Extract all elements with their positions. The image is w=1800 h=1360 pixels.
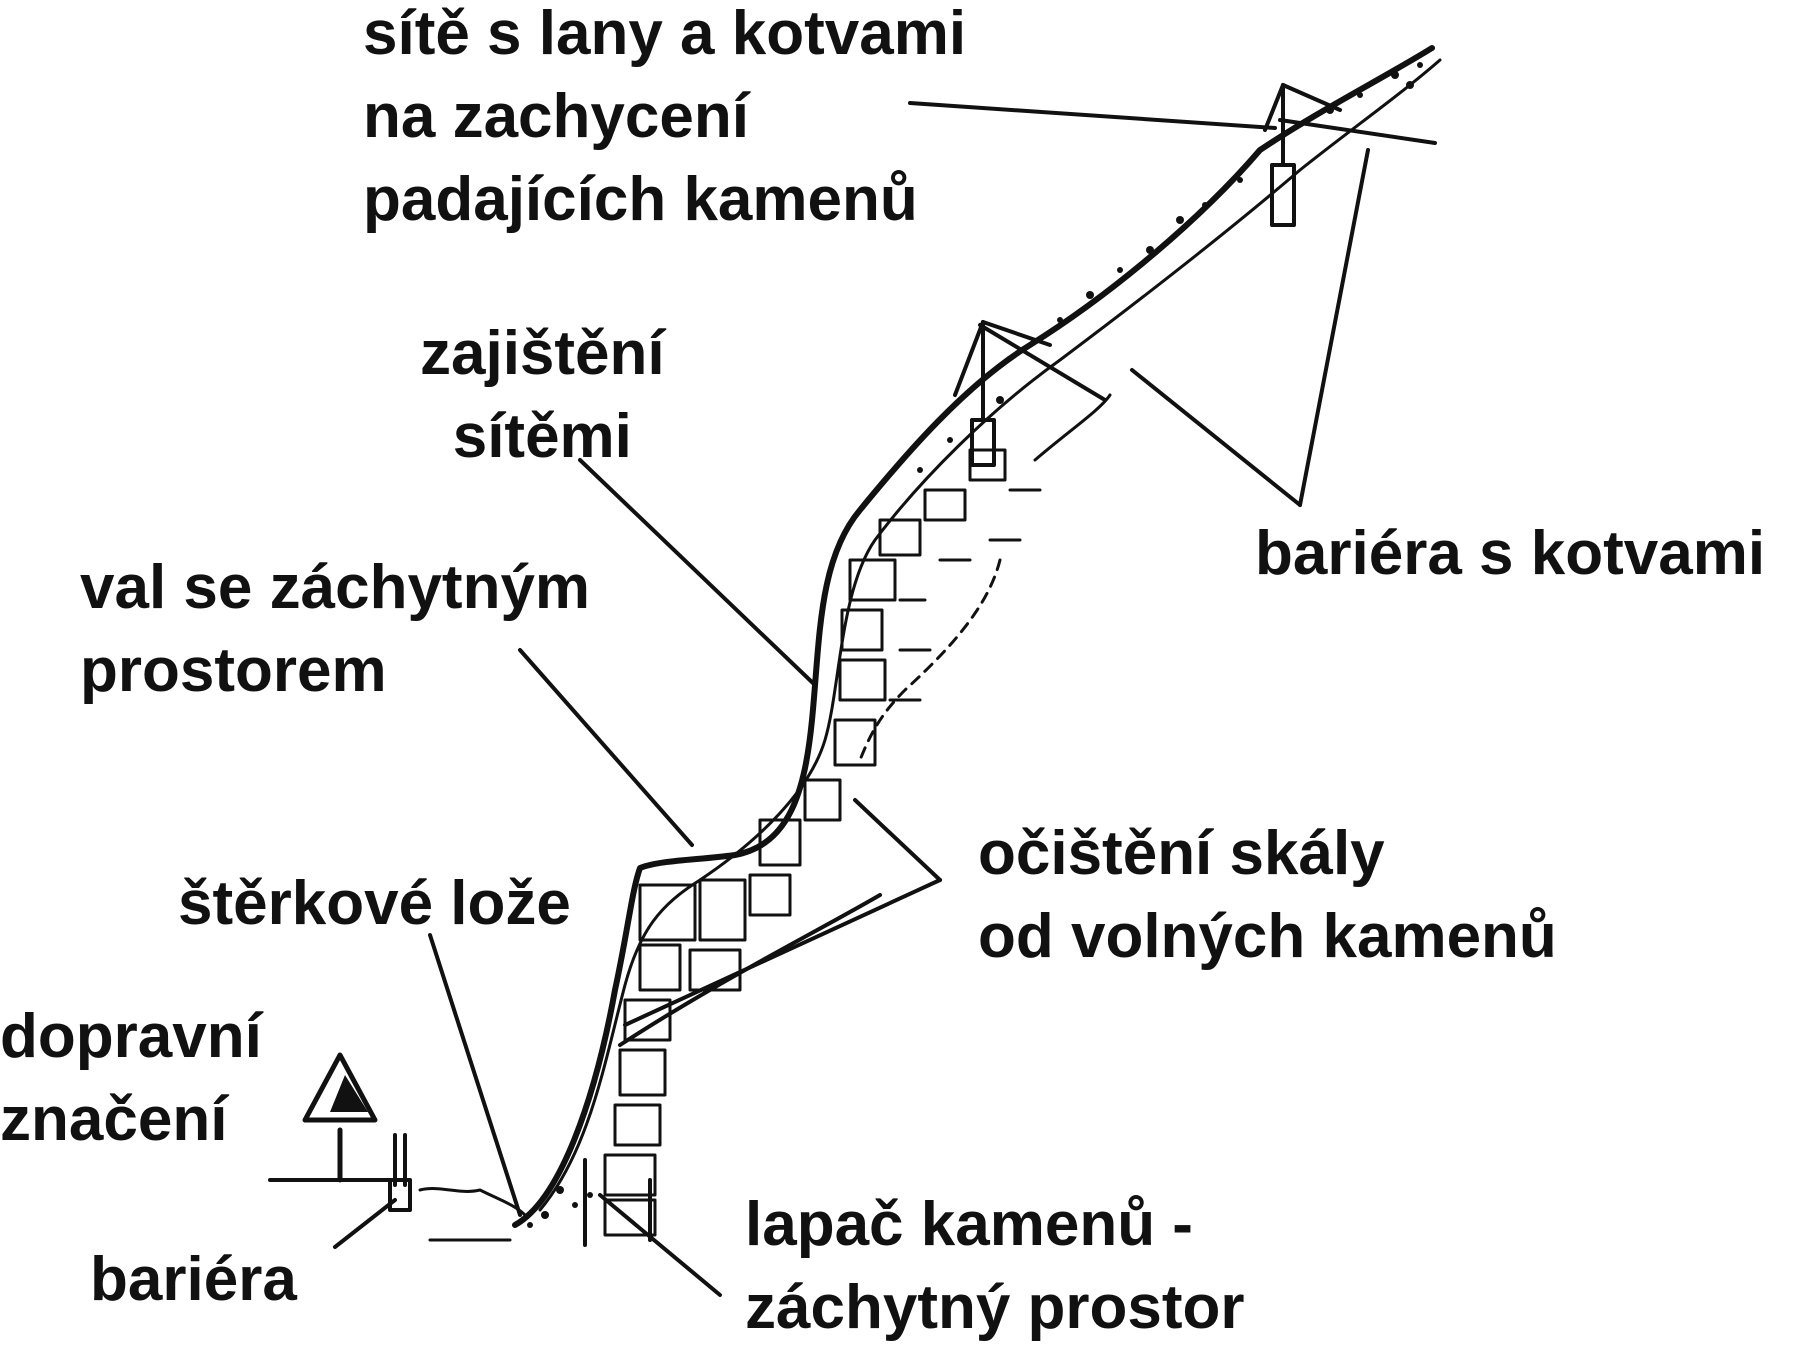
rock-block [748, 873, 792, 917]
label-line: sítě s lany a kotvami [363, 0, 967, 68]
rubble-dot [1202, 202, 1208, 208]
label-line: štěrkové lože [178, 869, 571, 938]
leader-rock-cleaning-right [623, 878, 942, 1027]
label-line: sítěmi [452, 402, 632, 471]
slope-right-edge [858, 558, 1002, 762]
lower-fence-post [970, 418, 996, 467]
leader-lines [333, 101, 1370, 1297]
slope-outer-line [512, 45, 1435, 1228]
rubble-dot [1057, 317, 1063, 323]
label-line: od volných kamenů [978, 902, 1557, 971]
label-gravel-bed: štěrkové lože [178, 862, 571, 945]
rock-block [603, 1198, 657, 1237]
label-line: prostorem [80, 636, 387, 705]
leader-anchored-barrier-left [1130, 368, 1302, 507]
label-net-securing: zajištění sítěmi [420, 312, 665, 478]
rock-block [838, 658, 887, 702]
leader-rock-cleaning-left [853, 798, 942, 882]
rubble-dot [541, 1211, 549, 1219]
barrier-rubble [418, 1187, 527, 1217]
upper-net-fence [1263, 83, 1342, 227]
rock-block [698, 878, 747, 942]
rock-block [923, 488, 967, 522]
label-embankment: val se záchytným prostorem [80, 546, 590, 712]
lower-fence-rope [953, 320, 985, 397]
slope-lower-diagonal [618, 893, 882, 1047]
rubble-dot [1391, 71, 1399, 79]
rubble-dot [996, 396, 1004, 404]
leader-nets-top [908, 101, 1277, 130]
upper-fence-post [1270, 163, 1296, 227]
rock-block [803, 778, 842, 822]
rock-block [758, 818, 802, 867]
rubble-dot [572, 1202, 578, 1208]
rock-block [878, 518, 922, 557]
lower-fence-rope [981, 320, 1052, 347]
upper-net-line [1278, 118, 1437, 145]
leader-anchored-barrier-right [1298, 148, 1370, 507]
slope-inner-line [538, 58, 1442, 1212]
upper-fence-rope [1263, 83, 1285, 132]
label-line: značení [0, 1085, 228, 1154]
rubble-dot [1417, 62, 1423, 68]
label-anchored-barrier: bariéra s kotvami [1255, 512, 1765, 595]
lower-net-fence [953, 320, 1052, 467]
rubble-dot [1086, 291, 1094, 299]
label-line: lapač kamenů - [745, 1190, 1193, 1259]
rock-block [840, 608, 884, 652]
rock-block [603, 1153, 657, 1197]
label-line: záchytný prostor [745, 1273, 1245, 1342]
rubble-dot [1117, 267, 1123, 273]
leader-barrier [333, 1198, 397, 1249]
rubble-dot [1237, 177, 1243, 183]
label-barrier: bariéra [90, 1238, 297, 1321]
label-line: na zachycení [363, 82, 749, 151]
rock-block [618, 1048, 667, 1097]
barrier-block [388, 1178, 412, 1212]
rock-block [623, 998, 672, 1042]
label-rock-catcher: lapač kamenů - záchytný prostor [745, 1183, 1245, 1349]
rubble-dot [556, 1186, 564, 1194]
rubble-dot [1146, 246, 1154, 254]
rock-block [848, 558, 897, 602]
label-line: bariéra [90, 1245, 297, 1314]
label-line: padajících kamenů [363, 165, 918, 234]
rubble-dot [1176, 216, 1184, 224]
rubble-dot [1357, 92, 1363, 98]
leader-gravel-bed [428, 933, 522, 1217]
rock-blocks [603, 448, 1042, 1237]
rubble-dot [527, 1222, 533, 1228]
rubble-dot [1406, 81, 1414, 89]
leader-rock-catcher [598, 1193, 722, 1297]
label-line: bariéra s kotvami [1255, 519, 1766, 588]
rubble-dot [947, 437, 953, 443]
rock-block [638, 883, 697, 942]
upper-fence-rope [1281, 83, 1342, 112]
label-line: zajištění [420, 319, 665, 388]
rock-slope [512, 45, 1442, 1228]
warning-triangle-sign-icon [302, 1052, 378, 1183]
slope-rubble [527, 62, 1423, 1228]
label-line: val se záchytným [80, 553, 591, 622]
rubble-dot [917, 467, 923, 473]
sign-symbol [330, 1075, 368, 1112]
label-line: očištění skály [978, 819, 1385, 888]
sign-triangle [302, 1052, 378, 1123]
leader-net-securing [578, 458, 817, 687]
label-line: dopravní [0, 1002, 262, 1071]
label-nets-ropes-anchors: sítě s lany a kotvami na zachycení padaj… [363, 0, 966, 241]
road-barrier [268, 1133, 652, 1247]
leader-embankment [518, 648, 694, 847]
rock-block [638, 943, 682, 992]
label-rock-cleaning: očištění skály od volných kamenů [978, 812, 1557, 978]
rock-block [833, 718, 877, 767]
label-traffic-signs: dopravní značení [0, 995, 262, 1161]
rock-block [688, 948, 742, 992]
mid-net-tail [1033, 393, 1112, 462]
rock-block [613, 1103, 662, 1147]
rubble-dot [587, 1192, 593, 1198]
lower-net-line [978, 323, 1107, 402]
